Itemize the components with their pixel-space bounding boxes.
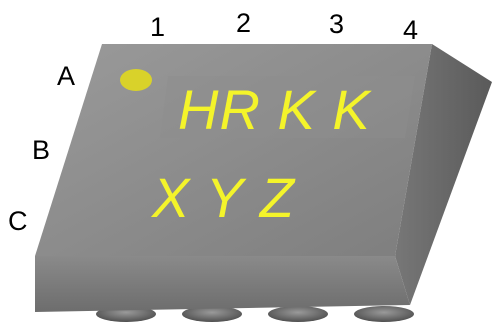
column-label-1: 1 [150, 12, 166, 42]
package-top-face [35, 44, 432, 256]
column-label-2: 2 [236, 8, 252, 38]
terminal-c2 [182, 306, 242, 322]
pin1-dot [120, 69, 152, 91]
row-label-b: B [32, 135, 51, 165]
column-label-3: 3 [329, 9, 345, 39]
package-right-face [395, 44, 492, 305]
marking-line-2: X Y Z [152, 166, 296, 229]
package-front-face [35, 256, 410, 312]
marking-line-1: HR K K [178, 78, 371, 141]
row-label-a: A [57, 61, 76, 91]
terminal-c3 [268, 306, 328, 322]
marking-area [160, 76, 415, 138]
column-label-4: 4 [403, 15, 419, 45]
row-label-c: C [8, 206, 28, 236]
terminal-c4 [354, 306, 414, 322]
